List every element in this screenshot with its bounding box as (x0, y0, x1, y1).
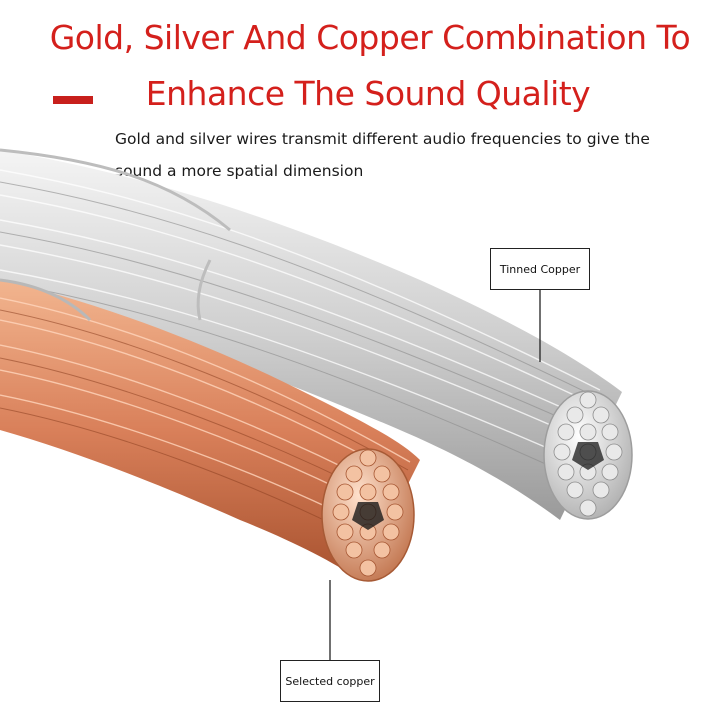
headline-line-1: Gold, Silver And Copper Combination To (49, 18, 691, 57)
accent-bar (53, 96, 93, 104)
label-tinned-copper: Tinned Copper (490, 248, 590, 290)
label-selected-copper: Selected copper (280, 660, 380, 702)
caption-line-2: sound a more spatial dimension (115, 162, 364, 180)
silver-strand-bundle (0, 148, 633, 520)
caption-line-1: Gold and silver wires transmit different… (115, 130, 650, 148)
copper-strand-bundle (0, 278, 420, 582)
headline-line-2: Enhance The Sound Quality (145, 74, 591, 113)
